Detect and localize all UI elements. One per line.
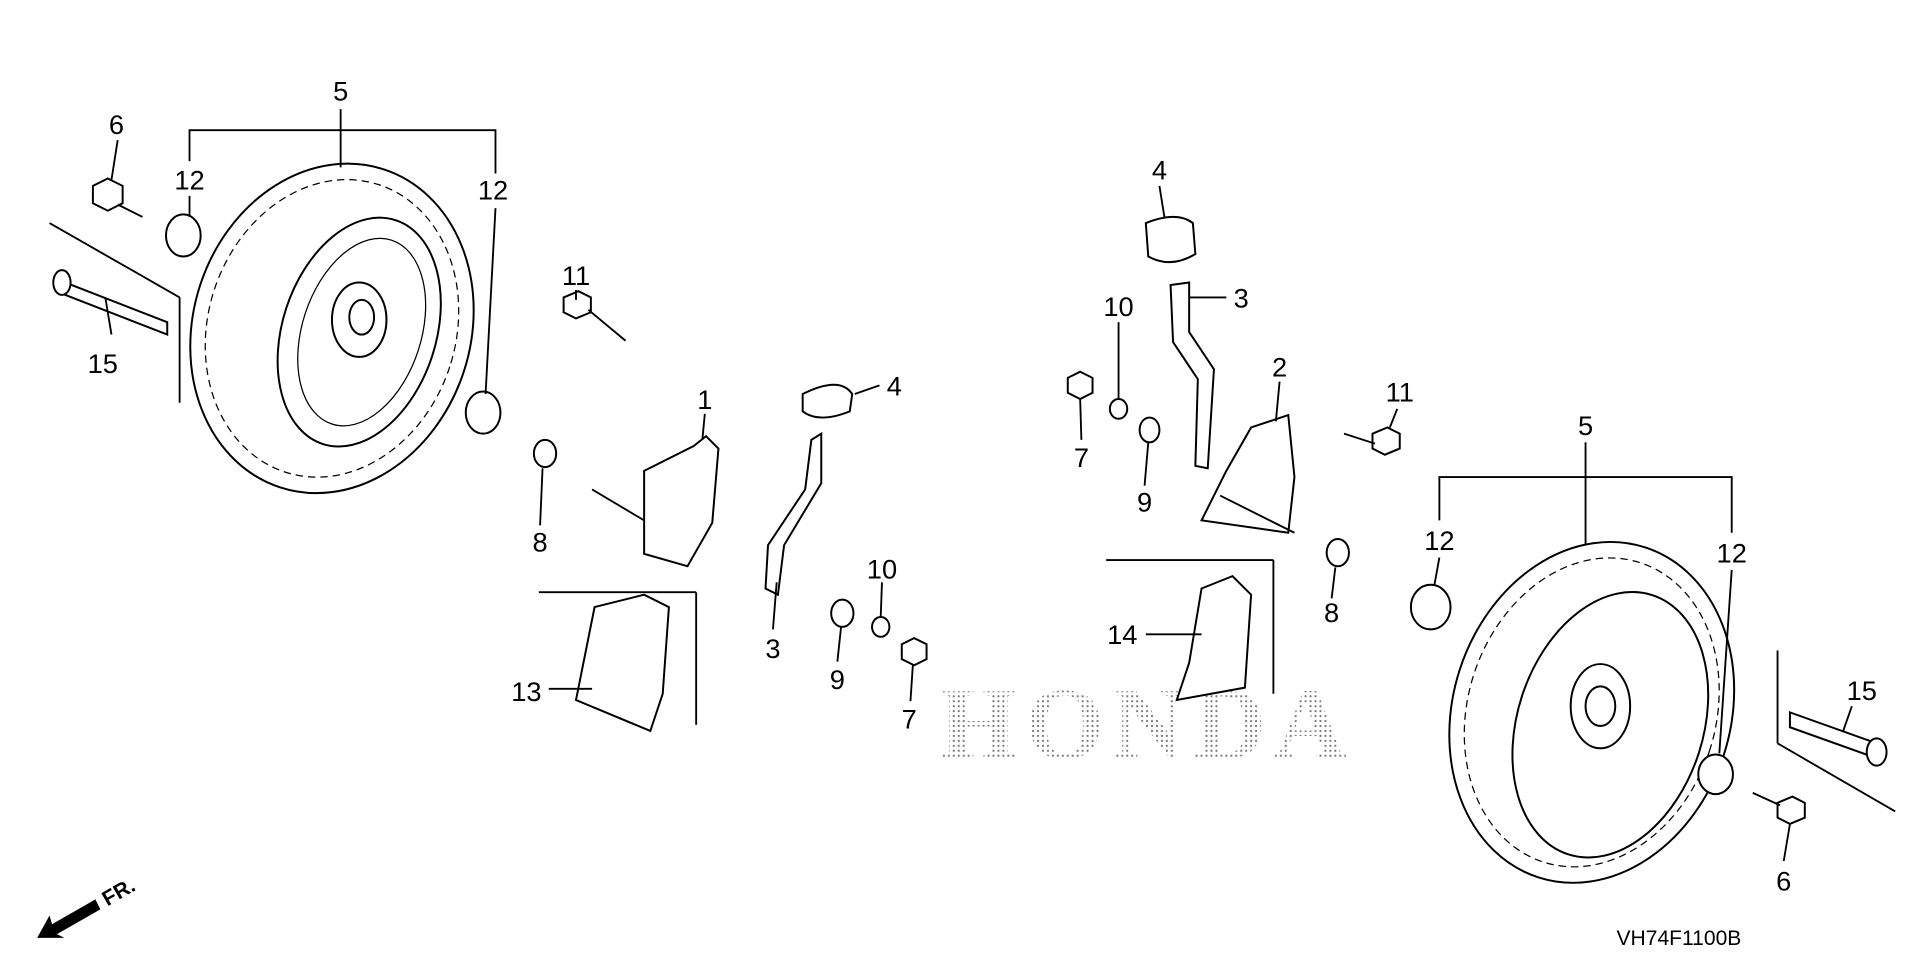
callout-2-right[interactable]: 2 [1272, 352, 1287, 383]
callout-15-right[interactable]: 15 [1847, 675, 1877, 706]
callout-15-left[interactable]: 15 [88, 348, 118, 379]
callout-12-left-a[interactable]: 12 [174, 165, 204, 196]
callout-11-right[interactable]: 11 [1386, 376, 1414, 407]
callout-10-right[interactable]: 10 [1103, 291, 1133, 322]
callout-7-right[interactable]: 7 [1074, 442, 1089, 473]
callout-9-left[interactable]: 9 [830, 664, 845, 695]
left-wheel[interactable] [148, 126, 515, 530]
callout-14-right[interactable]: 14 [1107, 619, 1137, 650]
left-parts [49, 177, 928, 733]
callout-11-left[interactable]: 11 [562, 260, 590, 291]
callout-6-right[interactable]: 6 [1776, 866, 1791, 897]
callout-4-right[interactable]: 4 [1152, 155, 1167, 186]
callout-12-left-b[interactable]: 12 [478, 175, 508, 206]
callout-8-right[interactable]: 8 [1324, 597, 1339, 628]
callout-12-right-a[interactable]: 12 [1424, 525, 1454, 556]
right-wheel[interactable] [1406, 505, 1777, 921]
callout-12-right-b[interactable]: 12 [1717, 537, 1747, 568]
callout-10-left[interactable]: 10 [867, 554, 897, 585]
front-arrow-icon [37, 899, 101, 938]
honda-watermark: HONDA [939, 667, 1354, 780]
callout-6-left[interactable]: 6 [109, 109, 124, 140]
figure-code: VH74F1100B [1617, 927, 1742, 950]
callout-5-right[interactable]: 5 [1578, 410, 1593, 441]
right-parts [1066, 215, 1896, 825]
callout-3-right[interactable]: 3 [1234, 282, 1249, 313]
leader-lines [104, 109, 1853, 862]
callout-1-left[interactable]: 1 [697, 384, 712, 415]
callout-8-left[interactable]: 8 [532, 526, 547, 557]
callout-7-left[interactable]: 7 [902, 703, 917, 734]
callout-5-left[interactable]: 5 [333, 75, 348, 106]
callout-9-right[interactable]: 9 [1137, 487, 1152, 518]
front-label: FR. [98, 874, 139, 911]
callout-13-left[interactable]: 13 [511, 676, 541, 707]
callout-4-left[interactable]: 4 [887, 370, 902, 401]
callout-3-left[interactable]: 3 [765, 633, 780, 664]
